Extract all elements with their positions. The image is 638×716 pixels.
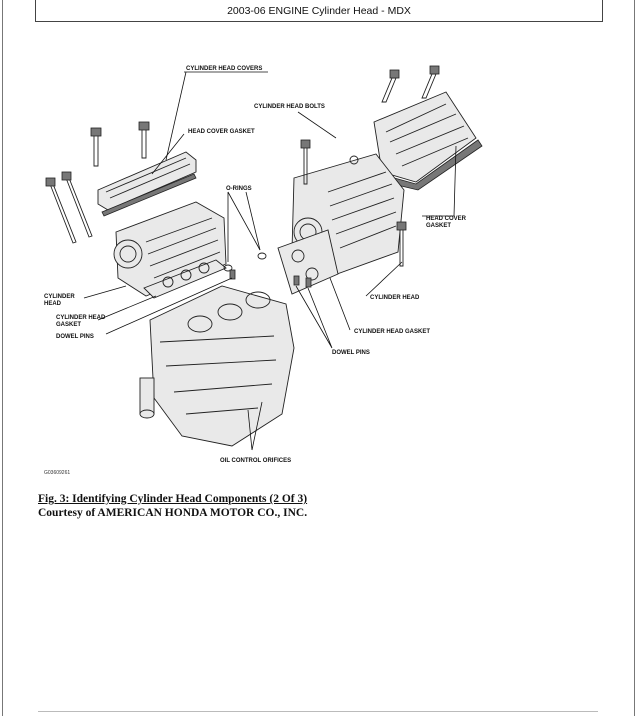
caption-title: Fig. 3: Identifying Cylinder Head Compon… [38,493,308,505]
label-dowel-pins-left: DOWEL PINS [56,334,94,340]
label-dowel-pins-right: DOWEL PINS [332,350,370,356]
label-cylinder-head-covers: CYLINDER HEAD COVERS [186,66,262,72]
figure-caption: Fig. 3: Identifying Cylinder Head Compon… [38,492,598,520]
engine-block [139,285,295,447]
left-cylinder-head-cover [97,151,197,217]
cylinder-head-exploded-diagram: CYLINDER HEAD COVERS CYLINDER HEAD BOLTS… [36,42,604,490]
o-rings [223,252,267,272]
label-oil-control-orifices: OIL CONTROL ORIFICES [220,458,291,464]
dowel-pins [229,269,312,288]
left-cover-bolts [90,121,150,167]
label-cylinder-head-right: CYLINDER HEAD [370,295,420,301]
caption-credit: Courtesy of AMERICAN HONDA MOTOR CO., IN… [38,507,308,519]
label-cylinder-head-gasket-left-1: CYLINDER HEAD [56,315,106,321]
left-head-gasket [143,259,227,299]
label-head-cover-gasket-top: HEAD COVER GASKET [188,129,255,135]
label-cylinder-head-bolts: CYLINDER HEAD BOLTS [254,104,325,110]
label-head-cover-gasket-right-1: HEAD COVER [426,216,467,222]
label-cylinder-head-left-1: CYLINDER [44,294,75,300]
right-head-gasket [277,229,339,295]
label-figure-code: G03609261 [44,470,70,476]
diagram-svg: CYLINDER HEAD COVERS CYLINDER HEAD BOLTS… [44,65,483,476]
label-cylinder-head-gasket-left-2: GASKET [56,322,81,328]
page-header: 2003-06 ENGINE Cylinder Head - MDX [35,0,603,22]
label-cylinder-head-gasket-right: CYLINDER HEAD GASKET [354,329,430,335]
label-cylinder-head-left-2: HEAD [44,301,62,307]
page-header-title: 2003-06 ENGINE Cylinder Head - MDX [227,5,411,17]
right-head-bolts [300,139,407,267]
page-frame-right [634,0,635,716]
footer-divider [38,711,598,712]
page-frame-left [2,0,3,716]
label-o-rings: O-RINGS [226,186,252,192]
left-head-bolts [45,171,93,244]
label-head-cover-gasket-right-2: GASKET [426,223,451,229]
leader-lines [83,71,457,451]
right-cover-bolts [381,65,440,103]
